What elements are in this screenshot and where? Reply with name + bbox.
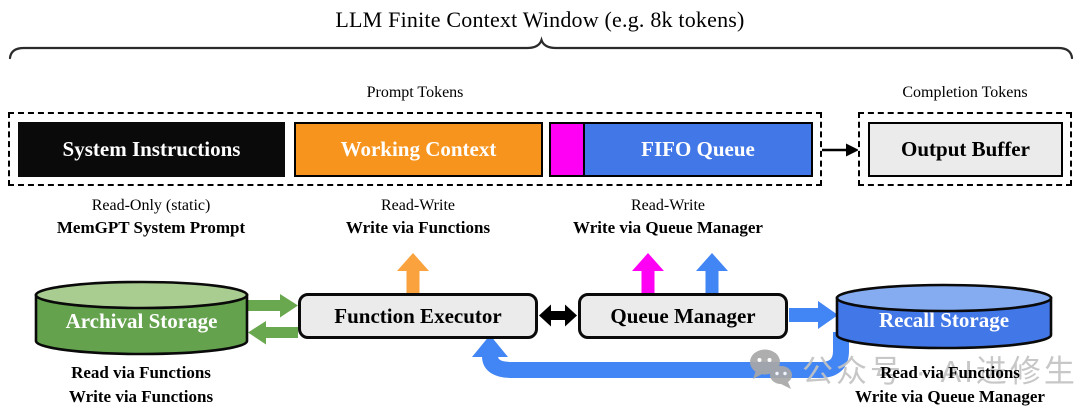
output-buffer-box: Output Buffer [868,122,1063,177]
annotation-line: Write via Functions [345,218,491,237]
output-buffer-label: Output Buffer [901,137,1030,161]
fifo-to-output-arrow [821,143,859,157]
diagram-title: LLM Finite Context Window (e.g. 8k token… [335,7,745,32]
completion-tokens-label: Completion Tokens [902,84,1028,101]
system-instructions-box: System Instructions [18,122,285,177]
wechat-icon [750,349,792,389]
storage-note-line: Read via Functions [880,363,1020,382]
queue-manager-blue-up-arrow [696,253,728,293]
system-instructions-annotation: Read-Only (static) MemGPT System Prompt [40,195,262,239]
working-context-label: Working Context [340,137,497,161]
annotation-line: Read-Only (static) [91,197,211,214]
working-context-annotation: Read-Write Write via Functions [307,195,529,239]
queue-manager-magenta-up-arrow [632,253,664,293]
prompt-tokens-label: Prompt Tokens [366,84,464,101]
function-executor-label: Function Executor [334,303,502,328]
archival-storage-notes: Read via Functions Write via Functions [30,361,252,409]
recall-storage-notes: Read via Functions Write via Queue Manag… [828,361,1072,409]
queue-manager-node: Queue Manager [578,293,788,339]
annotation-line: Write via Queue Manager [573,218,763,237]
recall-storage-label: Recall Storage [878,307,1010,332]
executor-to-working-context-arrow [397,253,429,293]
annotation-line: Read-Write [381,197,455,214]
storage-note-line: Write via Queue Manager [855,387,1045,406]
fifo-queue-head-segment [549,122,585,177]
working-context-box: Working Context [294,122,543,177]
storage-note-line: Read via Functions [71,363,211,382]
archival-executor-read-arrow [246,294,298,318]
queue-manager-to-recall-arrow [789,301,838,329]
watermark: 公众号 · AI进修生 [748,346,1078,391]
executor-queue-manager-double-arrow [539,304,577,327]
fifo-queue-annotation: Read-Write Write via Queue Manager [548,195,788,239]
function-executor-node: Function Executor [298,293,538,339]
fifo-queue-box: FIFO Queue [583,122,813,177]
fifo-queue-label: FIFO Queue [641,137,755,161]
executor-archival-write-arrow [248,321,298,345]
queue-manager-label: Queue Manager [610,303,756,328]
archival-storage-label: Archival Storage [65,308,218,333]
annotation-line: MemGPT System Prompt [56,218,246,237]
storage-note-line: Write via Functions [68,387,214,406]
watermark-text: 公众号 · AI进修生 [802,354,1078,389]
annotation-line: Read-Write [631,197,705,214]
system-instructions-label: System Instructions [62,137,241,161]
context-window-brace [8,36,1074,60]
